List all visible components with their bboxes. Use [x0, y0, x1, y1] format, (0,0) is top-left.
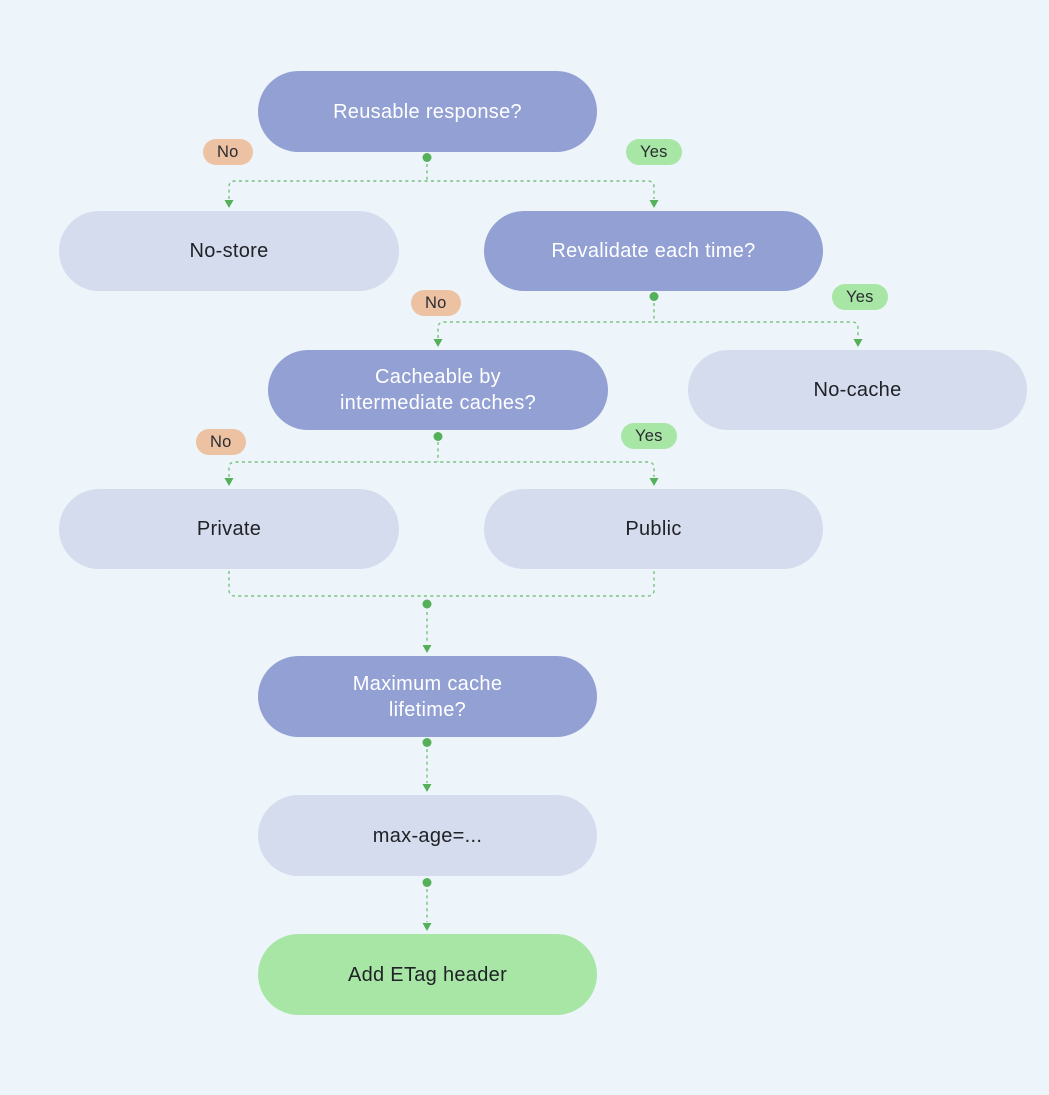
badge-no-revalidate: No: [411, 290, 461, 316]
node-maximum-cache-lifetime: Maximum cache lifetime?: [258, 656, 597, 737]
arrowhead-down-icon: [422, 784, 432, 792]
connector-origin-dot: [422, 738, 432, 747]
badge-yes-reusable: Yes: [626, 139, 682, 165]
connector-merge-dot: [422, 599, 432, 609]
edge-private-public-merge: [228, 571, 655, 597]
node-private: Private: [59, 489, 399, 569]
arrowhead-down-icon: [224, 200, 234, 208]
node-max-age: max-age=...: [258, 795, 597, 876]
arrowhead-down-icon: [433, 339, 443, 347]
arrowhead-down-icon: [649, 478, 659, 486]
node-reusable-response: Reusable response?: [258, 71, 597, 152]
arrowhead-down-icon: [422, 923, 432, 931]
connector-origin-dot: [433, 432, 443, 441]
node-no-store: No-store: [59, 211, 399, 291]
badge-no-cacheable: No: [196, 429, 246, 455]
arrowhead-down-icon: [422, 645, 432, 653]
badge-yes-revalidate: Yes: [832, 284, 888, 310]
connector-origin-dot: [649, 292, 659, 301]
edge-revalidate-branch: [437, 321, 859, 338]
node-no-cache: No-cache: [688, 350, 1027, 430]
node-public: Public: [484, 489, 823, 569]
node-cacheable-by-intermediate-caches: Cacheable by intermediate caches?: [268, 350, 608, 430]
badge-no-reusable: No: [203, 139, 253, 165]
badge-yes-cacheable: Yes: [621, 423, 677, 449]
edge-reusable-branch: [228, 180, 655, 199]
arrowhead-down-icon: [224, 478, 234, 486]
node-add-etag-header: Add ETag header: [258, 934, 597, 1015]
node-revalidate-each-time: Revalidate each time?: [484, 211, 823, 291]
arrowhead-down-icon: [853, 339, 863, 347]
connector-origin-dot: [422, 153, 432, 162]
edge-cacheable-branch: [228, 461, 655, 477]
arrowhead-down-icon: [649, 200, 659, 208]
connector-origin-dot: [422, 878, 432, 887]
